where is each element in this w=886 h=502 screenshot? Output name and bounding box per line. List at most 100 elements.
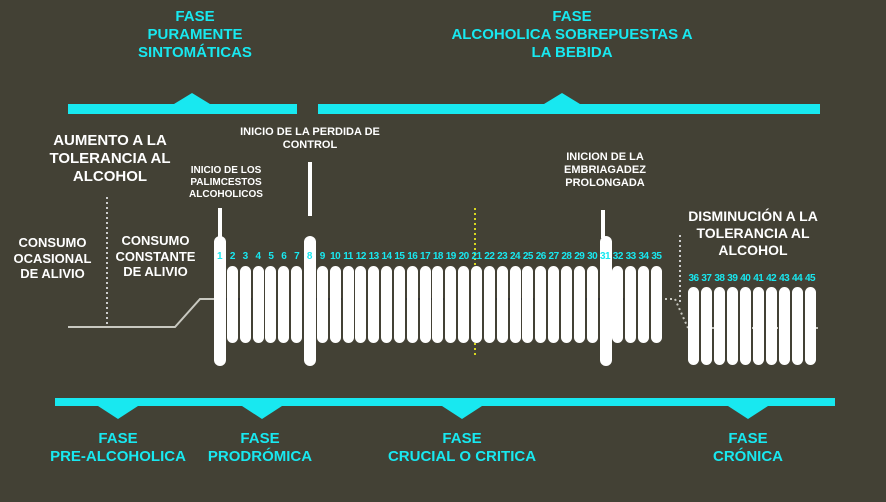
symptom-bar: [368, 266, 380, 343]
bottom-phase-bar: [55, 398, 835, 419]
chronic-symptom-bar: [700, 287, 712, 365]
symptom-number: 17: [420, 251, 431, 262]
symptom-number: 22: [484, 251, 495, 262]
symptom-number: 40: [740, 273, 751, 284]
phase-title-alcoholica: FASE ALCOHOLICA SOBREPUESTAS A LA BEBIDA: [451, 8, 693, 61]
symptom-bar: [509, 266, 521, 343]
symptom-bar: [432, 266, 444, 343]
symptom-bar: [316, 266, 328, 343]
symptom-bar: [535, 266, 547, 343]
symptom-bar: [483, 266, 495, 343]
phase-prodromica: FASE PRODRÓMICA: [207, 430, 313, 465]
symptom-number: 44: [792, 273, 803, 284]
symptom-bar: [445, 266, 457, 343]
symptom-number: 29: [574, 251, 585, 262]
symptom-bar: [291, 266, 303, 343]
phase-crucial: FASE CRUCIAL O CRITICA: [387, 430, 537, 465]
symptom-bar: [406, 266, 418, 343]
label-aumento-tolerancia: AUMENTO A LA TOLERANCIA AL ALCOHOL: [49, 132, 171, 185]
chronic-symptom-bar: [778, 287, 790, 365]
symptom-bar: [548, 266, 560, 343]
symptom-bar: [239, 266, 251, 343]
chronic-symptom-bar: [688, 287, 699, 365]
symptom-bar: [625, 266, 637, 343]
symptom-bar: [393, 266, 405, 343]
embriagadez-pointer: [601, 210, 605, 238]
symptom-number: 45: [804, 273, 816, 284]
chronic-symptom-bar: [791, 287, 803, 365]
symptom-number: 43: [779, 273, 790, 284]
phase-pre-alcoholica: FASE PRE-ALCOHOLICA: [50, 430, 186, 465]
symptom-number: 30: [587, 251, 598, 262]
symptom-bar: [381, 266, 393, 343]
symptom-number: 31: [599, 251, 611, 262]
symptom-bar: [252, 266, 264, 343]
symptom-bar: [419, 266, 431, 343]
symptom-number: 12: [355, 251, 367, 262]
palimcestos-pointer: [218, 208, 222, 238]
symptom-number: 35: [651, 251, 662, 262]
symptom-number: 32: [612, 251, 624, 262]
symptom-bar: [265, 266, 277, 343]
symptom-bar: [586, 266, 598, 343]
symptom-number: 37: [701, 273, 712, 284]
symptom-number: 42: [766, 273, 777, 284]
symptom-number: 21: [471, 251, 482, 262]
symptom-number: 14: [381, 251, 392, 262]
symptom-number: 10: [330, 251, 341, 262]
symptom-bar: [342, 266, 354, 343]
chronic-symptom-bar: [726, 287, 738, 365]
symptom-bar: [226, 266, 238, 343]
symptom-number: 11: [343, 251, 353, 262]
milestone-symptom-bar: [599, 236, 612, 366]
symptom-number: 15: [394, 251, 405, 262]
chronic-symptom-bar: [739, 287, 751, 365]
symptom-bar: [329, 266, 341, 343]
symptom-bar: [560, 266, 572, 343]
symptom-number: 38: [714, 273, 725, 284]
perdida-control-pointer: [308, 162, 312, 216]
symptom-number: 34: [638, 251, 649, 262]
symptom-number: 36: [688, 273, 699, 284]
symptom-number: 33: [625, 251, 637, 262]
symptom-number: 2: [229, 251, 236, 262]
symptom-bar: [573, 266, 585, 343]
symptom-number: 16: [407, 251, 418, 262]
symptom-bar: [638, 266, 650, 343]
symptom-number: 5: [268, 251, 274, 262]
symptom-bar: [612, 266, 624, 343]
symptom-number: 39: [727, 273, 738, 284]
symptom-bar: [278, 266, 290, 343]
phase-title-sintomaticas: FASE PURAMENTE SINTOMÁTICAS: [138, 8, 252, 61]
symptom-number: 3: [242, 251, 249, 262]
symptom-number: 9: [319, 251, 326, 262]
label-disminucion-tolerancia: DISMINUCIÓN A LA TOLERANCIA AL ALCOHOL: [688, 208, 818, 258]
symptom-bar: [355, 266, 367, 343]
symptom-bar: [458, 266, 470, 343]
symptom-bar: [496, 266, 508, 343]
chronic-symptom-bar: [713, 287, 725, 365]
symptom-number: 7: [294, 251, 300, 262]
symptom-number: 28: [561, 251, 572, 262]
label-embriagadez: INICION DE LA EMBRIAGADEZ PROLONGADA: [564, 151, 646, 190]
symptom-number: 18: [432, 251, 444, 262]
chronic-symptom-bar: [752, 287, 764, 365]
symptom-number: 25: [522, 251, 534, 262]
symptom-number: 1: [216, 251, 223, 262]
label-consumo-ocasional: CONSUMO OCASIONAL DE ALIVIO: [13, 235, 92, 282]
milestone-symptom-bar: [303, 236, 316, 366]
symptom-number: 4: [255, 251, 262, 262]
label-consumo-constante: CONSUMO CONSTANTE DE ALIVIO: [115, 233, 196, 280]
label-perdida-control: INICIO DE LA PERDIDA DE CONTROL: [240, 126, 380, 152]
symptom-number: 23: [497, 251, 508, 262]
top-phase-bar-right: [318, 93, 820, 114]
symptom-number: 26: [535, 251, 547, 262]
milestone-symptom-bar: [214, 236, 226, 366]
chronic-symptom-bar: [804, 287, 816, 365]
chronic-symptom-bar: [765, 287, 777, 365]
label-palimcestos: INICIO DE LOS PALIMCESTOS ALCOHOLICOS: [189, 165, 263, 200]
phase-cronica: FASE CRÓNICA: [713, 430, 783, 465]
progression-line: [68, 298, 214, 328]
symptom-number: 8: [306, 251, 313, 262]
